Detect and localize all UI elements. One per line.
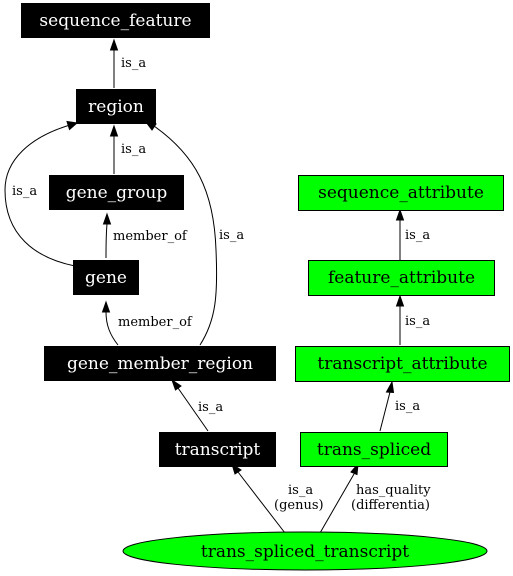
edge-region-sequence-feature: is_a xyxy=(109,38,146,88)
edge-label: (differentia) xyxy=(351,498,430,513)
edge-label: has_quality xyxy=(356,483,431,498)
node-gene-member-region[interactable]: gene_member_region xyxy=(44,346,276,381)
edge-label: is_a xyxy=(405,228,430,243)
node-gene[interactable]: gene xyxy=(73,260,139,295)
node-transcript-attribute[interactable]: transcript_attribute xyxy=(295,346,510,382)
node-label: transcript xyxy=(175,440,261,460)
edge-gene-region: is_a xyxy=(4,120,79,267)
edge-gene-gene-group: member_of xyxy=(102,212,188,259)
edge-label: is_a xyxy=(288,483,313,498)
node-label: gene_group xyxy=(66,183,168,203)
node-region[interactable]: region xyxy=(76,89,156,124)
node-label: gene_member_region xyxy=(67,354,253,374)
node-label: sequence_feature xyxy=(39,11,191,31)
node-sequence-feature[interactable]: sequence_feature xyxy=(21,3,210,38)
node-label: gene xyxy=(85,268,127,288)
node-trans-spliced[interactable]: trans_spliced xyxy=(300,432,448,467)
edge-tst-transcript: is_a (genus) xyxy=(231,462,324,534)
edge-label: member_of xyxy=(118,315,193,330)
node-feature-attribute[interactable]: feature_attribute xyxy=(308,260,495,296)
edge-label: member_of xyxy=(113,229,188,244)
node-gene-group[interactable]: gene_group xyxy=(49,175,184,210)
edge-gene-group-region: is_a xyxy=(109,124,146,174)
node-label: feature_attribute xyxy=(328,268,475,288)
edge-label: is_a xyxy=(121,142,146,157)
node-label: region xyxy=(88,97,144,117)
edge-trans-spliced-transcript-attribute: is_a xyxy=(379,380,420,432)
edge-label: is_a xyxy=(395,399,420,414)
node-sequence-attribute[interactable]: sequence_attribute xyxy=(298,175,504,211)
node-label: transcript_attribute xyxy=(317,354,487,374)
node-label: trans_spliced_transcript xyxy=(201,542,409,562)
node-transcript[interactable]: transcript xyxy=(159,432,276,467)
node-label: trans_spliced xyxy=(317,440,431,460)
edge-label: is_a xyxy=(405,314,430,329)
edge-gene-member-region-gene: member_of xyxy=(101,300,193,346)
edge-tst-trans-spliced: has_quality (differentia) xyxy=(319,462,431,534)
edge-label: is_a xyxy=(219,228,244,243)
edge-label: is_a xyxy=(198,400,223,415)
edge-label: is_a xyxy=(121,56,146,71)
edge-transcript-attribute-feature-attribute: is_a xyxy=(395,294,430,345)
edge-transcript-gene-member-region: is_a xyxy=(171,378,223,432)
edge-label: (genus) xyxy=(274,498,324,513)
node-trans-spliced-transcript[interactable]: trans_spliced_transcript xyxy=(122,531,488,571)
edge-feature-attribute-sequence-attribute: is_a xyxy=(395,208,430,260)
node-label: sequence_attribute xyxy=(318,183,484,203)
edge-label: is_a xyxy=(12,184,37,199)
